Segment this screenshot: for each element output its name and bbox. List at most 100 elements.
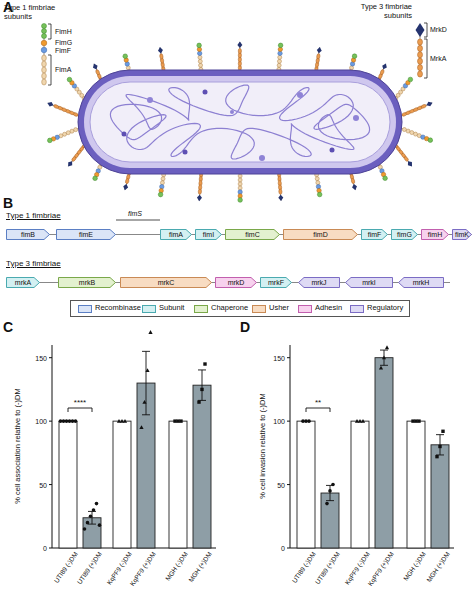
bar (375, 358, 393, 548)
mrkd-tip (416, 23, 425, 37)
error-cap (380, 365, 388, 366)
ribosome-dot (230, 110, 234, 114)
panel-letter: C (3, 320, 13, 334)
gene-name: fimG (391, 228, 418, 241)
tick-mark (287, 421, 290, 422)
mrka-bead (380, 69, 385, 75)
data-point (98, 523, 102, 527)
gene-arrow: fimB (6, 228, 50, 241)
bar (431, 445, 449, 548)
gene-arrow: fimI (195, 228, 222, 241)
data-point (435, 455, 438, 458)
gene-arrow: mrkB (58, 276, 116, 289)
mrka-bead (198, 189, 202, 194)
gene-name: fimF (361, 228, 388, 241)
ribosome-dot (147, 97, 153, 103)
tick-mark (287, 548, 290, 549)
mrka-bead (316, 54, 320, 60)
bracket (48, 55, 51, 85)
fima-bead (277, 59, 281, 63)
tick-mark (287, 484, 290, 485)
significance-bracket (306, 408, 330, 412)
subunit-name: MrkD (430, 26, 447, 33)
data-point (307, 419, 311, 423)
fima-bead (410, 131, 414, 135)
error-cap (142, 351, 150, 352)
y-axis (290, 345, 291, 548)
mrka-bead (418, 52, 423, 58)
tick-label: 0 (43, 545, 47, 552)
gene-name: fimA (160, 228, 192, 241)
fima-bead (126, 66, 130, 70)
category-label: MGH (+)DM (188, 551, 214, 584)
tick-label: 100 (273, 418, 285, 425)
subunit-heading: Type 1 fimbriae subunits (4, 4, 68, 21)
gene-name: mrkB (58, 276, 116, 289)
tick-label: 150 (35, 354, 47, 361)
mrkd-tip (278, 195, 283, 201)
gene-arrow: mrkF (260, 276, 292, 289)
data-point (200, 388, 203, 391)
bar (351, 421, 369, 548)
gene-name: fimH (421, 228, 449, 241)
fimh-bead (42, 34, 47, 39)
data-point (331, 483, 335, 487)
legend-swatch (252, 305, 266, 313)
fimf-bead (316, 184, 320, 188)
data-point (142, 400, 146, 404)
mrkd-tip (197, 195, 202, 201)
data-point (203, 362, 206, 365)
gene-name: mrkC (120, 276, 212, 289)
gene-name: fimC (225, 228, 280, 241)
fima-bead (160, 181, 164, 185)
data-point (95, 502, 99, 506)
fima-bead (42, 67, 47, 73)
data-point (92, 508, 96, 512)
tick-mark (49, 484, 52, 485)
data-point (74, 419, 78, 423)
fima-bead (42, 61, 47, 67)
fima-bead (238, 178, 242, 182)
mrkd-tip (408, 161, 412, 166)
data-point (89, 514, 93, 518)
cytoplasm (90, 82, 390, 162)
data-point (83, 527, 87, 531)
gene-arrow: mrkC (120, 276, 212, 289)
data-point (382, 355, 386, 359)
mrka-bead (279, 189, 283, 194)
ribosome-dot (259, 155, 265, 161)
fima-bead (42, 73, 47, 79)
data-point (414, 419, 417, 422)
category-label: UTI89 (-)DM (53, 551, 79, 584)
data-point (361, 419, 365, 423)
gene-arrow: mrkH (398, 276, 444, 289)
fimbriae (47, 42, 432, 203)
error-bar (330, 485, 331, 500)
mrkd-tip (123, 184, 128, 190)
significance-mark: ** (315, 399, 321, 407)
tick-label: 100 (35, 418, 47, 425)
subunit-name: FimA (55, 66, 71, 73)
fimh-bead (158, 192, 163, 197)
gene-arrow: fimE (56, 228, 116, 241)
y-axis (52, 345, 53, 548)
fimbria-stalk (48, 127, 81, 141)
bar (321, 493, 339, 548)
fimh-bead (317, 192, 322, 197)
data-point (328, 489, 332, 493)
subunit-icons (41, 23, 427, 85)
bar (297, 421, 315, 548)
data-point (173, 419, 176, 422)
legend-text: Subunit (159, 304, 184, 312)
fimf-bead (238, 190, 242, 194)
axis-title: % cell invasion relative to (-)DM (259, 393, 267, 498)
fimbria-stalk (399, 127, 432, 141)
mrkd-tip (68, 161, 72, 166)
mrka-bead (421, 104, 427, 109)
gene-arrow: fimH (421, 228, 449, 241)
significance-bracket (68, 408, 92, 412)
fimf-bead (41, 47, 47, 53)
category-label: MGH (+)DM (426, 551, 452, 584)
fimh-bead (42, 29, 47, 34)
